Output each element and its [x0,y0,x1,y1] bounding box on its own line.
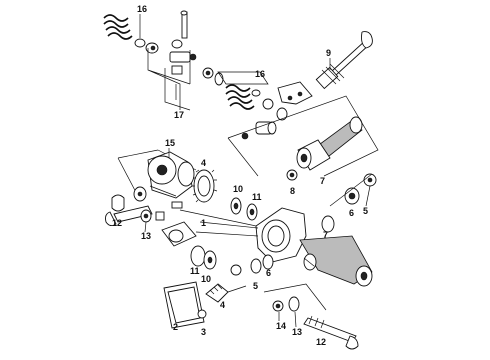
pinion-gear-4 [205,283,247,303]
spring-16-upper [103,14,159,54]
bearing-11-lower [190,245,206,267]
callout-8: 8 [290,186,295,196]
callout-7-upper: 7 [320,176,325,186]
carrier-case-15 [117,149,197,201]
callout-3: 3 [201,327,206,337]
bearing-5-lower [250,258,262,274]
callout-11-lower: 11 [190,266,200,276]
axle-shaft-12-lower [263,283,359,350]
callout-12-upper: 12 [112,218,122,228]
left-flange-group [105,186,183,227]
callout-5-upper: 5 [363,206,368,216]
callout-6-upper: 6 [349,208,354,218]
callout-9: 9 [326,48,331,58]
ring-gear-4 [192,169,218,203]
callout-7-lower: 7 [323,230,328,240]
callout-16-lower: 16 [255,69,265,79]
callout-12-lower: 12 [316,337,326,347]
axle-housing-1 [255,207,373,287]
top-left-spring-group [103,10,224,111]
callout-17: 17 [174,110,184,120]
bearing-6-lower [230,264,242,276]
callout-15: 15 [165,138,175,148]
bracket-spindle-group [227,81,379,181]
pin-vertical [181,11,188,39]
callout-4-lower: 4 [220,300,225,310]
callout-4-upper: 4 [201,158,206,168]
callout-13-lower: 13 [292,327,302,337]
cover-2 [163,281,207,329]
callout-2: 2 [173,322,178,332]
callout-6-lower: 6 [266,268,271,278]
callout-13-upper: 13 [141,231,151,241]
callout-10-upper: 10 [233,184,243,194]
callout-10-lower: 10 [201,274,211,284]
bearing-6-upper [321,215,335,233]
callout-1: 1 [201,218,206,228]
callout-5-lower: 5 [253,281,258,291]
callout-11-upper: 11 [252,192,262,202]
callout-labels: 16 17 16 9 7 8 15 4 10 11 6 5 12 13 1 7 … [112,4,371,347]
callout-16-upper: 16 [137,4,147,14]
axle-shaft-9 [315,31,373,90]
spring-16-lower [217,71,274,110]
callout-14: 14 [276,321,286,331]
